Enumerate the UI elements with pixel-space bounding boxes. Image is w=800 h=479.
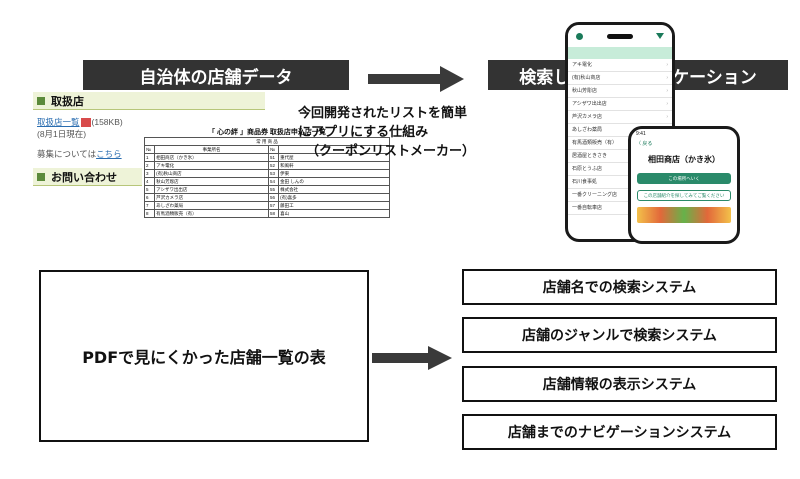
table-row: 8 有馬酒類販売（有） 58 喜山 xyxy=(143,209,390,218)
table-row: 4 秋山芳彫店 54 金田 しんの xyxy=(143,177,390,186)
shop-title: 相田商店（かき氷） xyxy=(648,155,720,164)
pdf-cell: 7 xyxy=(143,201,156,210)
pdf-cell: 5 xyxy=(143,185,156,194)
shop-list-file-link[interactable]: 取扱店一覧 xyxy=(37,117,80,127)
pdf-cell: 54 xyxy=(267,177,280,186)
pdf-cell: 伊東 xyxy=(278,169,390,178)
list-item[interactable]: (有)秋山商店› xyxy=(568,72,672,85)
file-size: (158KB) xyxy=(91,117,123,127)
list-item[interactable]: 芦沢カメラ店› xyxy=(568,111,672,124)
pdf-cell: 4 xyxy=(143,177,156,186)
pdf-cell: 57 xyxy=(267,201,280,210)
chevron-right-icon: › xyxy=(666,101,668,107)
list-item[interactable]: アシザワ出出店› xyxy=(568,98,672,111)
pdf-cell: あしざわ薬局 xyxy=(154,201,269,210)
inquiry-text: 募集については xyxy=(37,149,97,159)
pdf-shop-list: 「 心の絆 」商品券 取扱店申込店一覧 常 用 商 品 № 事業所名 № 1 相… xyxy=(142,128,392,218)
pdf-cell: 芦沢カメラ店 xyxy=(154,193,269,202)
pdf-cell: 53 xyxy=(267,169,280,178)
pdf-header-cell: № xyxy=(143,145,156,154)
navigate-button[interactable]: この場所へいく xyxy=(637,173,731,184)
pdf-cell: アキ電化 xyxy=(154,161,269,170)
pdf-cell: 2 xyxy=(143,161,156,170)
pdf-cell: 55 xyxy=(267,185,280,194)
table-row: 3 (有)秋山商店 53 伊東 xyxy=(143,169,390,178)
pdf-cell: 秋山芳彫店 xyxy=(154,177,269,186)
search-header xyxy=(568,47,672,59)
system-box-info-display: 店舗情報の表示システム xyxy=(462,366,777,402)
pdf-cell: 8 xyxy=(143,209,156,218)
phone-notch xyxy=(606,33,633,39)
description-line: 今回開発されたリストを簡単 xyxy=(298,106,468,121)
pdf-cell: 相田商店（かき氷） xyxy=(154,153,269,162)
menu-icon[interactable] xyxy=(576,32,583,40)
system-box-name-search: 店舗名での検索システム xyxy=(462,269,777,305)
promo-banner-image xyxy=(637,207,731,223)
pdf-cell: 有馬酒類販売（有） xyxy=(154,209,269,218)
date-note: (8月1日現在) xyxy=(37,129,87,139)
pdf-cell: 58 xyxy=(267,209,280,218)
pdf-title: 「 心の絆 」商品券 取扱店申込店一覧 xyxy=(208,129,326,136)
shop-info-button[interactable]: この店舗紹介を探してみてご覧ください xyxy=(637,190,731,201)
chevron-right-icon: › xyxy=(666,88,668,94)
mechanism-description: 今回開発されたリストを簡単 にアプリにする仕組み （クーポンリストメーカー） xyxy=(298,104,518,161)
pdf-cell: 51 xyxy=(267,153,280,162)
bottom-arrow-icon xyxy=(372,346,452,370)
phone-top-bar xyxy=(568,25,672,47)
section-header-shops: 取扱店 xyxy=(33,92,265,110)
pdf-cell: 52 xyxy=(267,161,280,170)
chevron-right-icon: › xyxy=(666,62,668,68)
inquiry-line: 募集についてはこちら xyxy=(33,148,265,160)
source-data-banner: 自治体の店舗データ xyxy=(83,60,349,90)
pdf-file-icon xyxy=(80,118,91,128)
system-box-genre-search: 店舗のジャンルで検索システム xyxy=(462,317,777,353)
chevron-right-icon: › xyxy=(666,75,668,81)
pdf-table: 常 用 商 品 № 事業所名 № 1 相田商店（かき氷） 51 重代屋 2 アキ… xyxy=(143,137,390,218)
pdf-cell: 和風軒 xyxy=(278,161,390,170)
pdf-problem-box: PDFで見にくかった店舗一覧の表 xyxy=(39,270,369,442)
table-row: 6 芦沢カメラ店 56 (有)喜多 xyxy=(143,193,390,202)
pdf-cell: アシザワ出出店 xyxy=(154,185,269,194)
list-item[interactable]: アキ電化› xyxy=(568,59,672,72)
phone-status-time: 9:41 xyxy=(636,131,646,137)
top-arrow-icon xyxy=(368,66,464,92)
inquiry-link[interactable]: こちら xyxy=(96,149,122,159)
square-bullet-icon xyxy=(37,96,45,105)
pdf-cell: 56 xyxy=(267,193,280,202)
description-line: （クーポンリストメーカー） xyxy=(306,144,476,159)
pdf-cell: 金田 しんの xyxy=(278,177,390,186)
back-link[interactable]: 〈 戻る xyxy=(636,141,653,147)
pdf-cell: 喜山 xyxy=(278,209,390,218)
chevron-right-icon: › xyxy=(666,114,668,120)
pdf-header-cell: № xyxy=(267,145,280,154)
section-title-shops: 取扱店 xyxy=(51,95,84,108)
filter-icon[interactable] xyxy=(656,33,664,39)
pdf-cell: (有)秋山商店 xyxy=(154,169,269,178)
system-box-navigation: 店舗までのナビゲーションシステム xyxy=(462,414,777,450)
pdf-cell: 藤田工 xyxy=(278,201,390,210)
shop-list-link-line: 取扱店一覧 (158KB) xyxy=(33,116,265,128)
square-bullet-icon xyxy=(37,172,45,181)
pdf-cell: 3 xyxy=(143,169,156,178)
pdf-cell: 1 xyxy=(143,153,156,162)
pdf-cell: 株式会社 xyxy=(278,185,390,194)
table-row: 7 あしざわ薬局 57 藤田工 xyxy=(143,201,390,210)
pdf-cell: (有)喜多 xyxy=(278,193,390,202)
table-row: 5 アシザワ出出店 55 株式会社 xyxy=(143,185,390,194)
pdf-header-cell: 事業所名 xyxy=(154,145,269,154)
pdf-cell: 6 xyxy=(143,193,156,202)
description-line: にアプリにする仕組み xyxy=(298,125,429,140)
list-item[interactable]: 秋山芳彫店› xyxy=(568,85,672,98)
table-row: 2 アキ電化 52 和風軒 xyxy=(143,161,390,170)
section-title-contact: お問い合わせ xyxy=(51,171,117,184)
app-detail-phone: 9:41 〈 戻る 相田商店（かき氷） この場所へいく この店舗紹介を探してみて… xyxy=(628,126,740,244)
